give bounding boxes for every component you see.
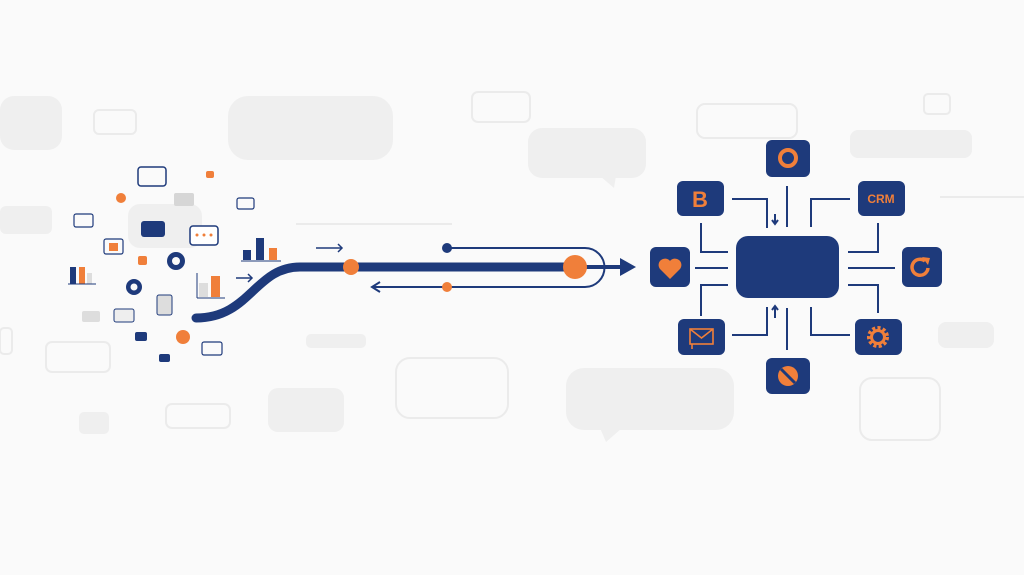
- navy-block: [159, 354, 170, 362]
- heart-icon: [658, 258, 682, 279]
- crm-label: CRM: [867, 192, 894, 206]
- orange-dot: [138, 256, 147, 265]
- arrow-head-icon: [620, 258, 636, 276]
- satellite-search[interactable]: [766, 140, 810, 177]
- gear-icon: [126, 279, 142, 295]
- arrow-right-icon: [236, 273, 254, 283]
- hub-connectors: [695, 186, 895, 350]
- orange-dot: [442, 282, 452, 292]
- refresh-icon: [910, 257, 930, 278]
- satellite-settings[interactable]: [855, 319, 902, 355]
- bar-chart-icon: [68, 267, 96, 285]
- bar-chart-icon: [196, 273, 225, 299]
- orange-node: [343, 259, 359, 275]
- gear-icon: [867, 326, 889, 348]
- chat-bubble-icon: [141, 221, 165, 237]
- background-outline-bubbles: [0, 91, 1024, 441]
- data-pipeline: [191, 243, 636, 323]
- background-bubbles: [0, 96, 994, 442]
- central-hub: [736, 236, 839, 298]
- chat-bubble-icon: [135, 332, 147, 341]
- satellite-heart[interactable]: [650, 247, 690, 287]
- main-flow-line: [191, 262, 583, 323]
- scattered-data-icons: [68, 166, 281, 362]
- gear-icon: [167, 252, 185, 270]
- chat-bubble-icon: [236, 197, 255, 210]
- chat-bubble-icon: [137, 166, 167, 187]
- satellite-blocked[interactable]: [766, 358, 810, 394]
- card-icon: [113, 308, 135, 323]
- orange-dot: [116, 193, 126, 203]
- feedback-loop-line: [374, 247, 606, 288]
- arrow-left-icon: [370, 281, 381, 293]
- satellite-refresh[interactable]: [902, 247, 942, 287]
- gray-chat-icon: [174, 193, 194, 206]
- bar-chart-icon: [241, 238, 281, 262]
- chat-bubble-icon: [73, 213, 94, 228]
- b-logo-icon: B: [692, 187, 708, 212]
- satellite-b-logo[interactable]: B: [677, 181, 724, 216]
- gray-block: [82, 311, 100, 322]
- orange-dot: [176, 330, 190, 344]
- search-icon: [778, 148, 798, 168]
- satellite-mail[interactable]: [678, 319, 725, 355]
- image-icon: [103, 238, 124, 255]
- chat-bubble-icon: [201, 341, 223, 356]
- orange-dot: [206, 171, 214, 178]
- loop-start-dot: [442, 243, 452, 253]
- arrow-right-icon: [316, 243, 344, 253]
- document-icon: [156, 294, 173, 316]
- satellite-crm[interactable]: CRM: [858, 181, 905, 216]
- orange-node-large: [563, 255, 587, 279]
- mail-icon: [689, 328, 714, 349]
